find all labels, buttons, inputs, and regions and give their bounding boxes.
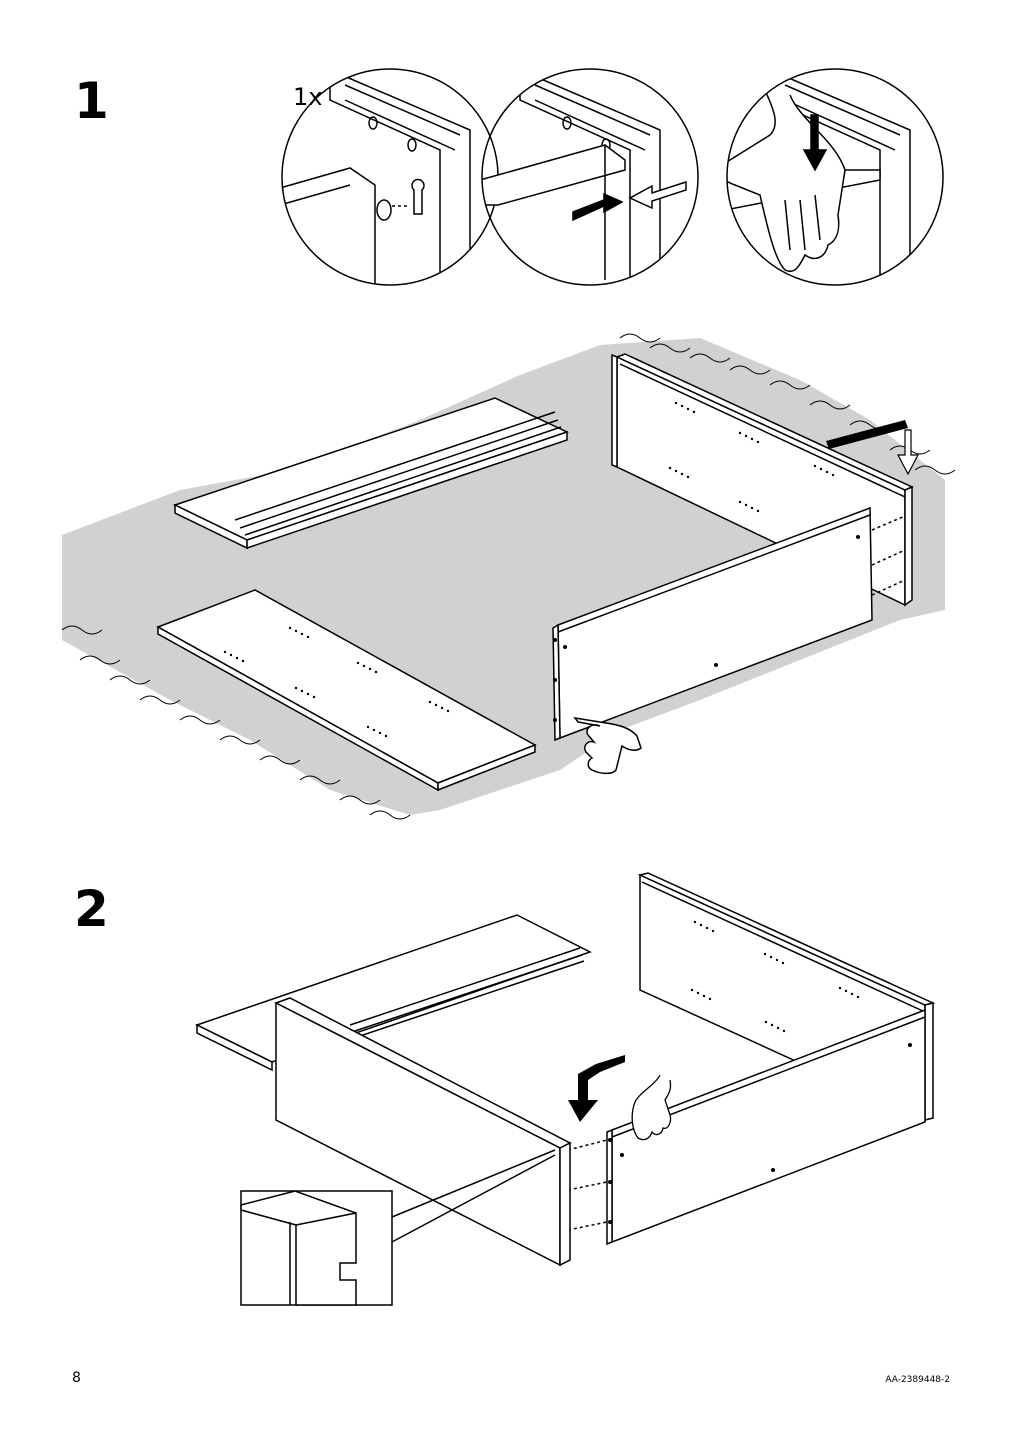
- step-1-number: 1: [74, 72, 109, 130]
- step2-side-panel: [274, 997, 572, 1267]
- detail-circle-1: [281, 68, 499, 286]
- page-number: 8: [72, 1370, 81, 1386]
- step-2-number: 2: [74, 880, 109, 938]
- detail-inset: [240, 1149, 556, 1306]
- front-side-panel: [552, 506, 906, 742]
- holding-hand-icon: [631, 1074, 672, 1141]
- down-arrow-icon: [568, 1055, 625, 1122]
- rail-strip: [826, 420, 919, 476]
- bottom-panel: [156, 589, 537, 792]
- pointing-hand-icon: [573, 716, 642, 775]
- top-panel-with-groove: [173, 397, 570, 550]
- detail-circle-2: [481, 68, 699, 286]
- document-id: AA-2389448-2: [885, 1375, 950, 1385]
- step2-top-panel: [195, 914, 592, 1072]
- step2-front-panel: [567, 1008, 926, 1246]
- detail-circle-3: [726, 68, 944, 286]
